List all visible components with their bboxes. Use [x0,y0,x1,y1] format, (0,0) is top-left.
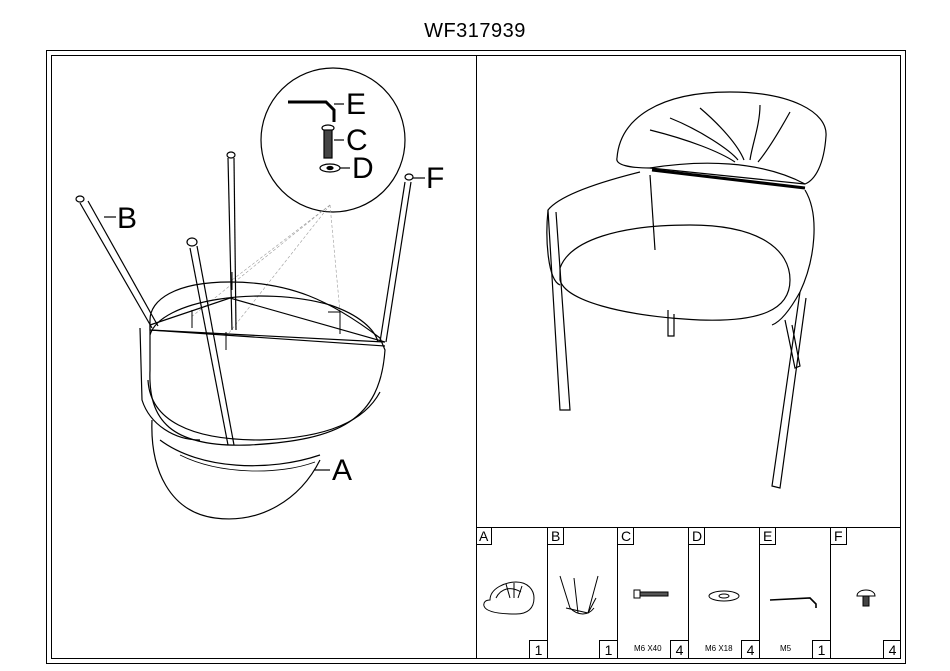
part-letter: E [760,528,776,545]
part-letter: F [831,528,847,545]
washer-icon [689,558,759,638]
allen-key-icon [760,558,830,638]
callout-b: B [117,204,137,234]
part-qty: 1 [812,640,830,659]
part-letter: A [476,528,492,545]
part-qty: 4 [883,640,901,659]
detail-leader-lines [190,205,340,338]
legs [76,152,413,445]
part-qty: 1 [529,640,547,659]
part-cell-d: D M6 X18 4 [688,528,759,659]
assembled-chair [547,92,826,488]
callout-d: D [352,154,374,184]
frame-bars [150,298,385,346]
part-qty: 1 [599,640,617,659]
bolt-icon [618,558,688,638]
detail-bolt [322,125,334,158]
part-cell-f: F 4 [830,528,901,659]
foot-cap-icon [831,558,901,638]
part-qty: 4 [670,640,688,659]
detail-allen-key [288,102,334,122]
callout-e: E [346,90,366,120]
part-letter: D [689,528,705,545]
part-cell-a: A 1 [476,528,547,659]
callout-f: F [426,164,444,194]
part-letter: C [618,528,634,545]
part-cell-e: E M5 1 [759,528,830,659]
part-letter: B [548,528,564,545]
leg-frame-icon [548,558,618,638]
part-cell-b: B 1 [547,528,617,659]
part-qty: 4 [741,640,759,659]
callout-a: A [332,456,352,486]
part-cell-c: C M6 X40 4 [617,528,688,659]
part-spec: M6 X40 [634,644,662,653]
part-spec: M5 [780,644,791,653]
parts-table: A 1 B 1 C M6 X40 4 D M6 X18 4 E [476,527,901,659]
detail-circle [261,68,405,212]
seat-icon [476,558,546,638]
part-spec: M6 X18 [705,644,733,653]
